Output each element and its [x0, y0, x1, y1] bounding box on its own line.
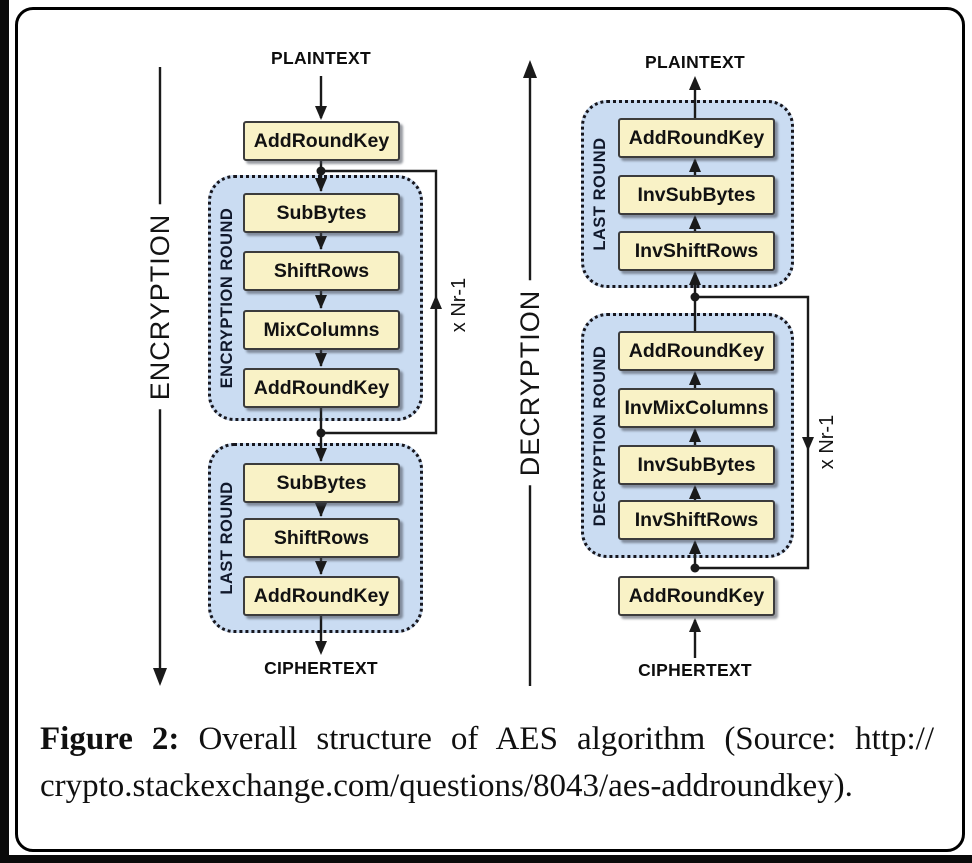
- node-invsubbytes: InvSubBytes: [618, 445, 775, 485]
- arrowhead-down: [315, 503, 327, 517]
- node-invshiftrows: InvShiftRows: [618, 231, 775, 271]
- arrowhead-up: [689, 215, 701, 229]
- arrowhead-down: [802, 437, 814, 451]
- arrowhead-down: [315, 561, 327, 575]
- encryption-flow-lines: [315, 76, 327, 655]
- decryption-loop-count-label: x Nr-1: [816, 414, 838, 470]
- encryption-axis-label: ENCRYPTION: [144, 204, 177, 410]
- node-invmixcolumns: InvMixColumns: [618, 388, 775, 428]
- decryption-loop: [695, 295, 814, 570]
- scan-edge-left: [0, 0, 9, 863]
- encryption-loop: [321, 169, 442, 435]
- node-shiftrows: ShiftRows: [243, 251, 400, 291]
- arrowhead-down: [315, 448, 327, 462]
- node-shiftrows: ShiftRows: [243, 518, 400, 558]
- node-addroundkey: AddRoundKey: [243, 121, 400, 161]
- caption-line-1: Figure 2: Overall structure of AES algor…: [40, 716, 934, 763]
- arrowhead-up: [689, 371, 701, 385]
- arrowhead-down: [315, 353, 327, 367]
- arrowhead-down: [315, 236, 327, 250]
- node-addroundkey: AddRoundKey: [618, 576, 775, 616]
- node-addroundkey: AddRoundKey: [243, 368, 400, 408]
- decryption-axis-label: DECRYPTION: [514, 280, 547, 486]
- scan-edge-bottom: [0, 855, 972, 863]
- arrowhead-down: [315, 178, 327, 192]
- node-subbytes: SubBytes: [243, 463, 400, 503]
- arrowhead-up: [689, 540, 701, 554]
- node-invsubbytes: InvSubBytes: [618, 175, 775, 215]
- node-subbytes: SubBytes: [243, 193, 400, 233]
- node-addroundkey: AddRoundKey: [618, 331, 775, 371]
- arrowhead-up: [689, 428, 701, 442]
- arrowhead-down: [315, 641, 327, 655]
- node-invshiftrows: InvShiftRows: [618, 500, 775, 540]
- figure-caption: Figure 2: Overall structure of AES algor…: [40, 716, 934, 810]
- figure-panel: ENCRYPTION ROUND LAST ROUND LAST ROUND D…: [15, 7, 965, 852]
- arrowhead-up: [689, 485, 701, 499]
- encryption-loop-count-label: x Nr-1: [448, 277, 470, 333]
- decryption-ciphertext-label: CIPHERTEXT: [638, 660, 752, 680]
- node-mixcolumns: MixColumns: [243, 310, 400, 350]
- decryption-plaintext-label: PLAINTEXT: [645, 52, 745, 72]
- arrowhead-up: [689, 618, 701, 632]
- arrowhead-down: [315, 106, 327, 120]
- arrowhead-up: [430, 295, 442, 309]
- caption-line-2: crypto.stackexchange.com/questions/8043/…: [40, 768, 853, 804]
- node-addroundkey: AddRoundKey: [618, 118, 775, 158]
- arrowhead-down: [315, 295, 327, 309]
- caption-figure-number: Figure 2:: [40, 721, 180, 757]
- encryption-ciphertext-label: CIPHERTEXT: [264, 658, 378, 678]
- decryption-flow-lines: [689, 76, 701, 658]
- encryption-plaintext-label: PLAINTEXT: [271, 48, 371, 68]
- arrowhead-up: [689, 158, 701, 172]
- arrowhead-up: [689, 76, 701, 90]
- diagram-wires: [153, 60, 814, 686]
- arrowhead-up: [523, 60, 537, 78]
- arrowhead-down: [153, 668, 167, 686]
- caption-text: Overall structure of AES algorithm (Sour…: [198, 721, 934, 757]
- arrowhead-up: [689, 271, 701, 285]
- node-addroundkey: AddRoundKey: [243, 576, 400, 616]
